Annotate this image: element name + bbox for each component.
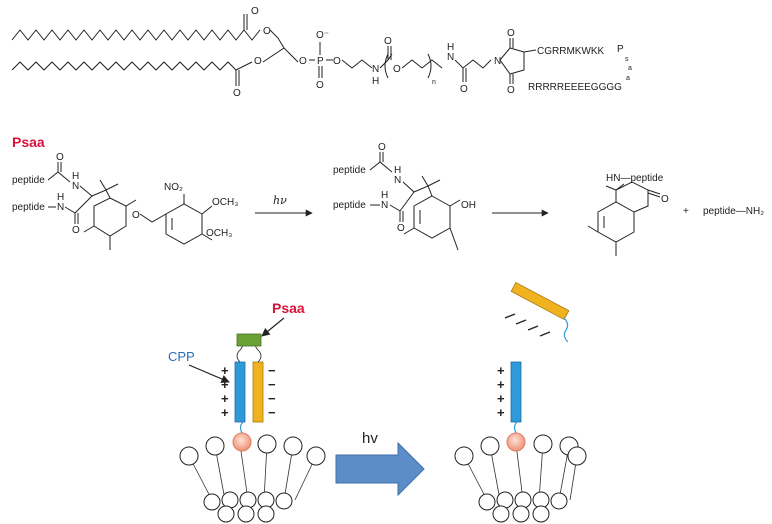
reactant-o-1: O [56,152,64,163]
inter-peptide-1: peptide [333,165,366,176]
succinimide-ring [499,47,525,75]
amide2-n: N [447,52,454,63]
phosphate-o-minus: O⁻ [316,30,329,41]
reactant-och3-2: OCH₃ [206,228,232,239]
svg-text:+: + [221,363,229,378]
reactant-n2-h: H [57,192,64,203]
reactant-nh-h: H [72,171,79,182]
inter-n2-h: H [381,190,388,201]
reactant-ring-a [93,197,127,237]
lower-fatty-chain [11,61,237,71]
svg-text:+: + [497,391,505,406]
inter-nh-h: H [394,165,401,176]
tail-letter-a1: a [628,65,632,72]
svg-text:−: − [268,405,276,420]
reaction-hv-label: hν [273,194,287,207]
svg-text:+: + [221,377,229,392]
amide-h: H [372,76,379,87]
svg-text:+: + [221,391,229,406]
psaa-title: Psaa [12,134,45,150]
phosphate-o-1: O [299,56,307,67]
phosphate-o-double: O [316,80,324,91]
upper-fatty-chain [11,29,261,41]
svg-text:+: + [497,405,505,420]
reactant-no2: NO₂ [164,182,183,193]
carbamate-o: O [393,64,401,75]
plus-sign: + [683,206,689,217]
inter-n2: N [381,200,388,211]
reactant-peptide-2: peptide [12,202,45,213]
product-hn-peptide: HN—peptide [606,173,664,184]
peptide-sequence-bottom: RRRRREEEEGGGG [528,82,622,93]
reactant-och3-1: OCH₃ [212,197,238,208]
psaa-intermediate: peptide O N H peptide N H O OH [333,142,476,251]
carbamate-o-top: O [384,36,392,47]
peg-repeat-n: n [432,79,436,86]
carbonyl-o-bottom: O [233,88,241,99]
succinimide-o-top: O [507,28,515,39]
product-o: O [661,194,669,205]
light-trigger-arrow [335,441,425,497]
tail-letter-a2: a [626,75,630,82]
lipid-conjugate-structure: O O O O O P O⁻ O O N H O O n N H [11,6,632,99]
svg-text:−: − [268,391,276,406]
inter-o-2: O [397,223,405,234]
amide-n: N [372,64,379,75]
right-positive-charges: + + + + [497,363,505,420]
svg-text:−: − [268,363,276,378]
reactant-n2: N [57,202,64,213]
left-lipid-layer [179,432,326,523]
ester-o-bottom: O [254,56,262,67]
left-positive-charges: + + + + [221,363,229,420]
right-cpp-bar [510,361,522,423]
peptide-sequence-top: CGRRMKWKK [537,46,605,57]
psaa-pointer-arrow [261,317,285,337]
left-psaa-block [236,333,262,347]
released-anionic-peptide [504,281,570,343]
product-peptide-nh2: peptide—NH₂ [703,206,764,217]
schematic-hv-label: hv [362,430,378,447]
svg-text:+: + [221,405,229,420]
tail-letter-s: s [625,56,629,63]
svg-text:−: − [268,377,276,392]
released-anionic-bar [510,281,570,321]
succinimide-o-bottom: O [507,85,515,96]
reactant-o-2: O [72,225,80,236]
inter-oh: OH [461,200,476,211]
psaa-reactant: peptide O N H peptide N H O O NO₂ OCH₃ O… [12,152,238,250]
ester-o-top: O [263,26,271,37]
reactant-ring-b [165,203,203,245]
left-lipid-anchor [232,432,252,452]
cpp-pointer-arrow [188,364,230,383]
amide2-h: H [447,42,454,53]
tail-letter-p: P [617,44,624,55]
phosphate-o-2: O [333,56,341,67]
reactant-ether-o: O [132,210,140,221]
left-negative-charges: − − − − [268,363,276,420]
reactant-nh: N [72,181,79,192]
amide2-o: O [460,84,468,95]
inter-ring [413,195,451,239]
phosphorus: P [317,56,324,67]
inter-o-1: O [378,142,386,153]
left-cpp-bar [234,361,246,423]
schematic-psaa-label: Psaa [272,300,305,316]
right-lipid-layer [454,432,587,523]
succinimide-n: N [494,56,501,67]
svg-text:+: + [497,363,505,378]
right-lipid-anchor [506,432,526,452]
left-anionic-bar [252,361,264,423]
svg-text:+: + [497,377,505,392]
reactant-peptide-1: peptide [12,175,45,186]
schematic-cpp-label: CPP [168,349,195,364]
inter-nh: N [394,175,401,186]
inter-peptide-2: peptide [333,200,366,211]
carbonyl-o-top: O [251,6,259,17]
product-ring-a [597,201,635,243]
psaa-product: O HN—peptide [587,173,669,256]
